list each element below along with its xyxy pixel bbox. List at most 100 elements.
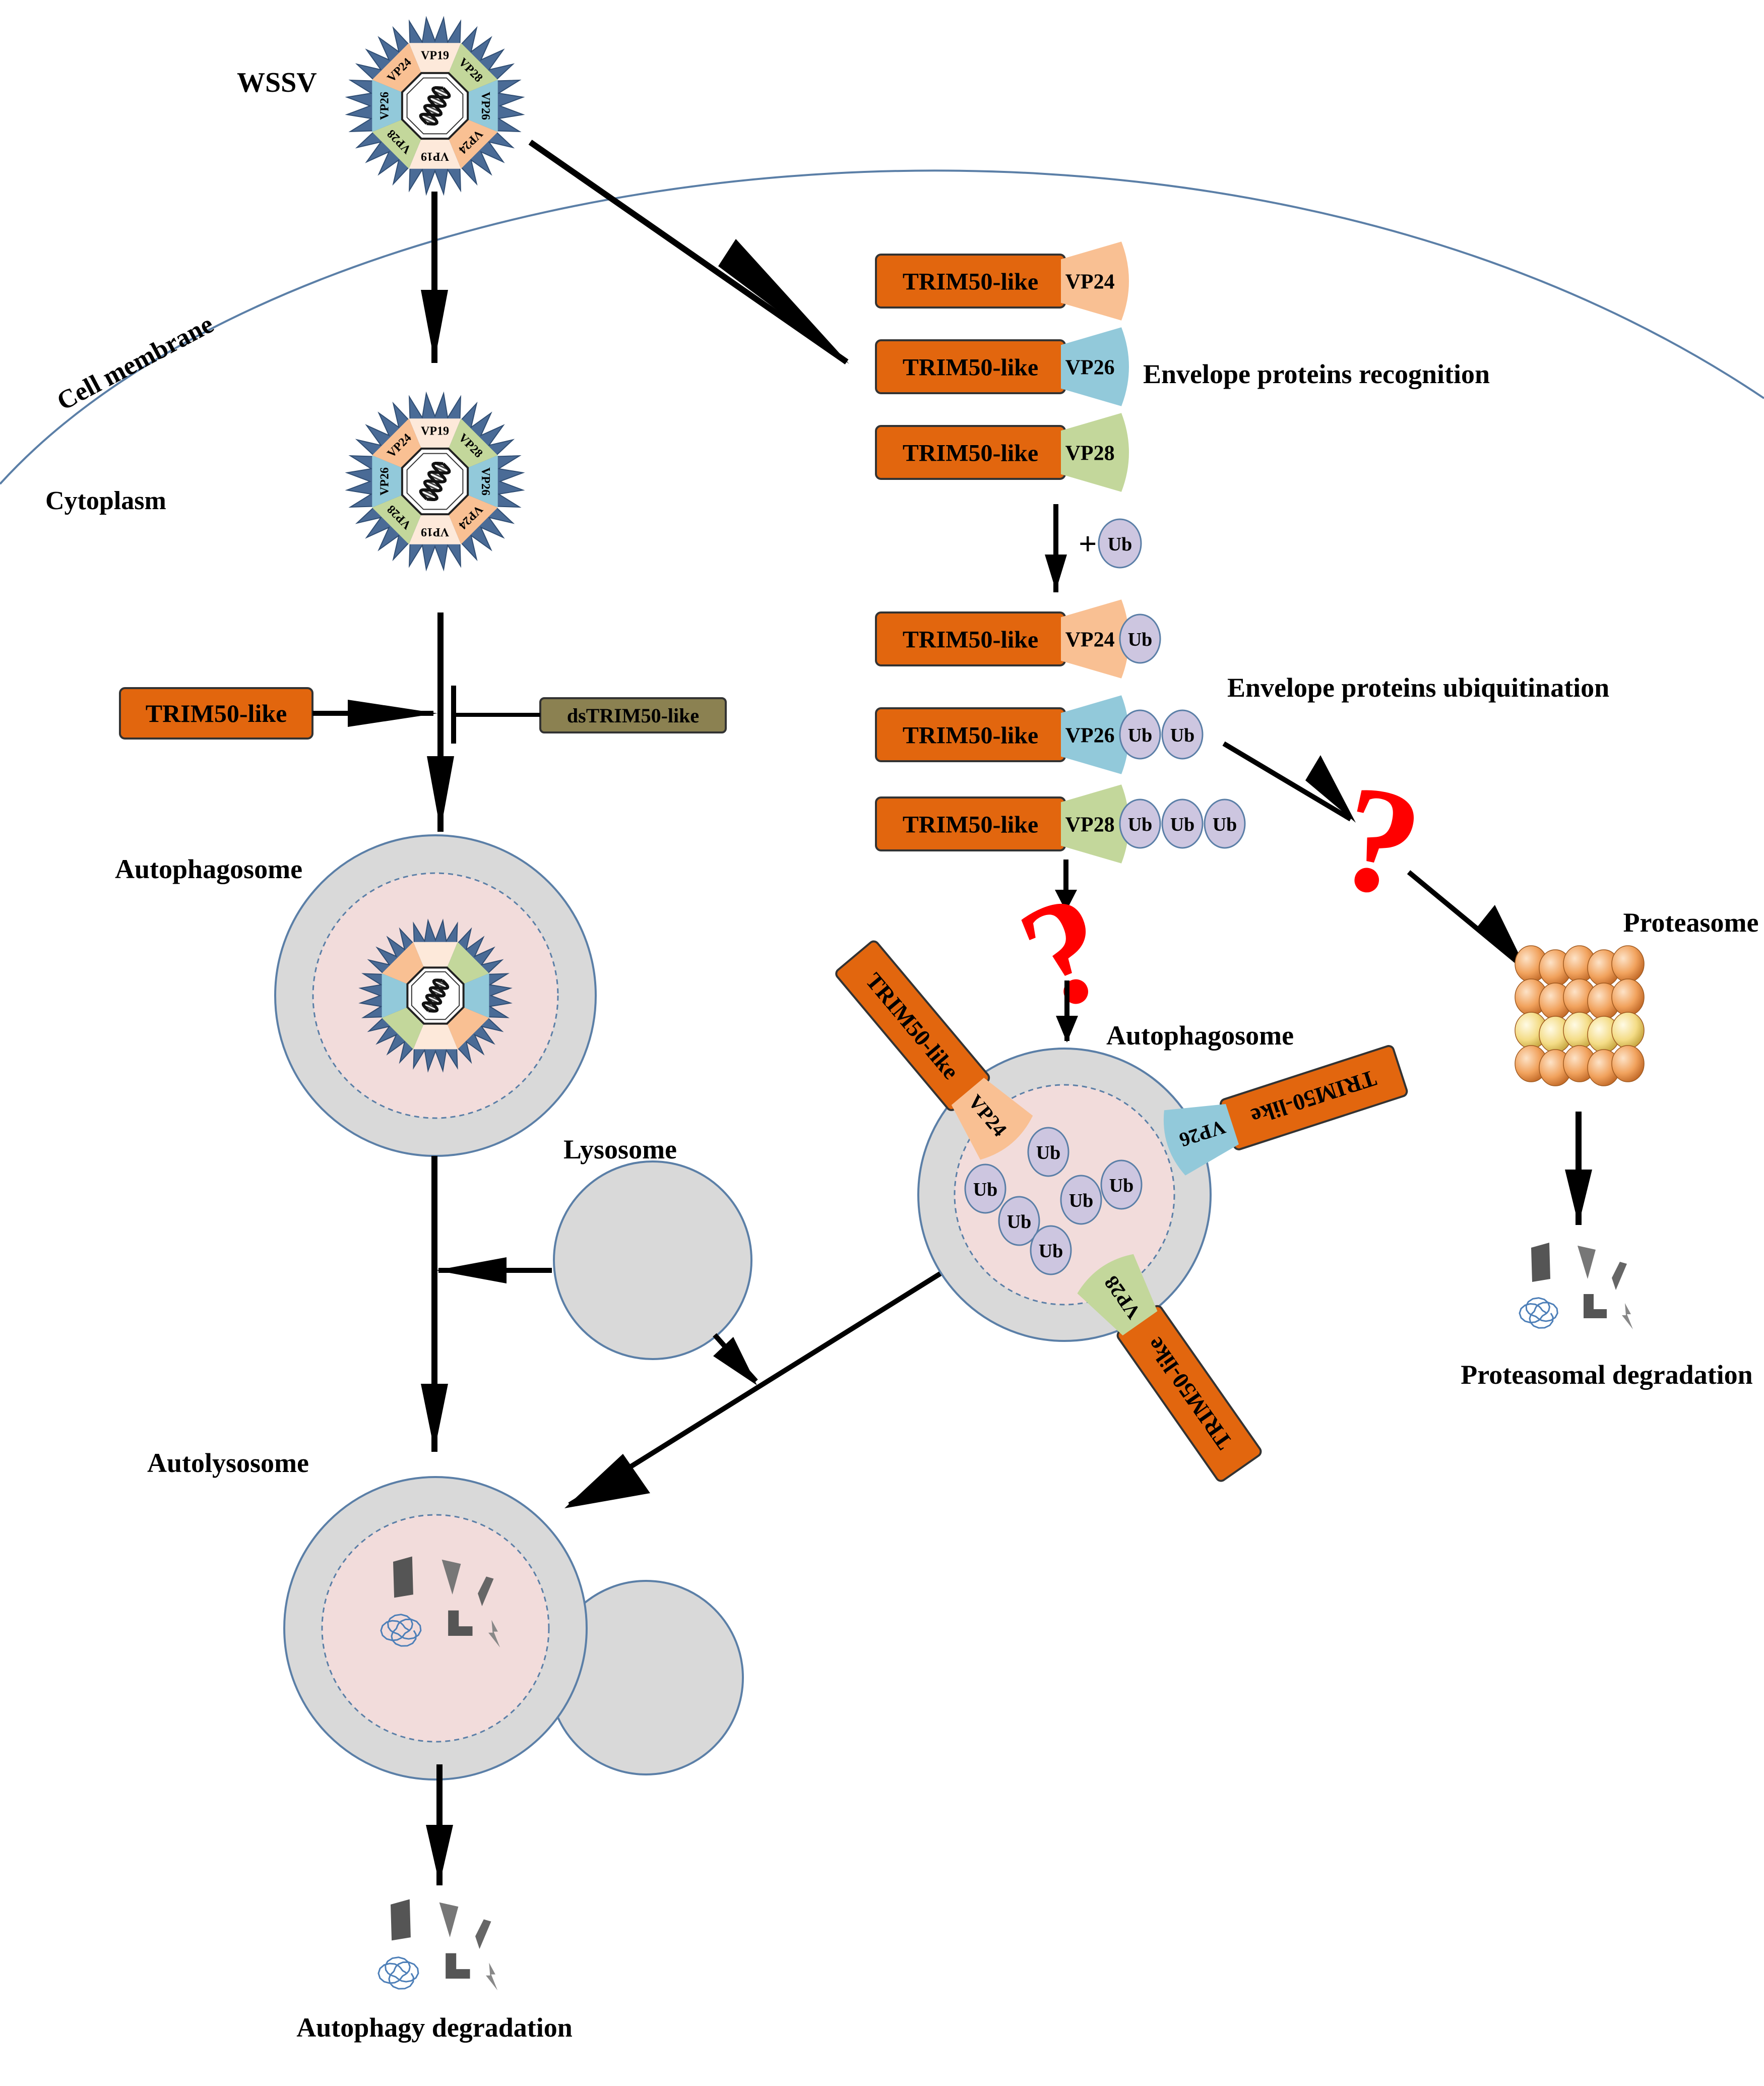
virion-label-vp19: VP19 (421, 49, 449, 62)
fragment-bolt (486, 1962, 498, 1991)
arrow-ub-to-question-proteasome (1222, 741, 1352, 822)
vp24-label: VP24 (1065, 629, 1115, 652)
arrowhead-question-to-proteasome (1477, 905, 1527, 971)
lysosome-label: Lysosome (563, 1134, 677, 1164)
virion-sector-vp24 (449, 495, 498, 544)
trim50-like-label: TRIM50-like (903, 722, 1038, 749)
dna-strand (423, 461, 447, 502)
virion-sector-vp19 (413, 1023, 458, 1050)
degraded-fragments-autolysosome (380, 1556, 500, 1648)
dna-strand (425, 978, 446, 1013)
proteasome-subunit (1611, 945, 1645, 983)
arrowhead-right-autophagosome-to-autolysosome (564, 1454, 650, 1508)
degraded-fragments-proteasome (1519, 1243, 1633, 1329)
vp28-wedge (1077, 1254, 1158, 1336)
ubiquitin (1027, 1127, 1069, 1177)
autolysosome-label: Autolysosome (147, 1448, 309, 1478)
ubiquitin-label: Ub (1007, 1211, 1032, 1233)
svg-text:Ub: Ub (1108, 534, 1132, 555)
ubiquitin (1119, 799, 1161, 849)
arrowhead-trim50-promotes (348, 700, 437, 727)
autophagosome-label-right: Autophagosome (1106, 1020, 1294, 1051)
envelope-ubiquitination-label: Envelope proteins ubiquitination (1227, 672, 1609, 703)
vp28-label: VP28 (1065, 814, 1115, 837)
virion-sector-vp24 (382, 942, 424, 984)
fragment-sliver (478, 1576, 494, 1607)
virion-label-vp26: VP26 (378, 467, 391, 496)
trim50-like-label: TRIM50-like (903, 440, 1038, 467)
fragment-tangle (380, 1614, 422, 1647)
virion-sector-vp19 (413, 942, 458, 968)
vp24-wedge (951, 1078, 1033, 1160)
virion-sector-vp26 (463, 973, 489, 1018)
autolysosome-inner (321, 1514, 550, 1743)
cell-membrane-label: Cell membrane (52, 310, 218, 416)
proteasome-subunit (1611, 1045, 1645, 1082)
virion-sector-vp28 (447, 942, 489, 984)
arrowhead-ub-to-question-proteasome (1305, 755, 1356, 823)
fragment-sliver (1612, 1262, 1627, 1290)
ubiquitin-label: Ub (1109, 1175, 1134, 1196)
vp24-wedge (1061, 599, 1129, 679)
autophagosome-label-left: Autophagosome (115, 854, 302, 884)
arrowhead-lysosome-to-right-path (713, 1337, 757, 1385)
ubiquitin (1060, 1175, 1102, 1225)
ubiquitin (998, 1196, 1040, 1246)
trim50-like-label: TRIM50-like (903, 812, 1038, 838)
proteasome-subunit (1611, 978, 1645, 1016)
fragment-block (1531, 1243, 1550, 1282)
arrowhead-question-to-autophagosome (1056, 1016, 1078, 1042)
virion-label-vp19: VP19 (421, 525, 449, 538)
vp28-wedge (1061, 413, 1129, 492)
virion-label-vp26: VP26 (378, 92, 391, 120)
virion-sector-vp24 (447, 1007, 489, 1050)
virion-label-vp19: VP19 (421, 150, 449, 163)
ubiquitin-label: Ub (1069, 1190, 1094, 1211)
fragment-triangle (442, 1559, 461, 1595)
virion-sector-vp26 (382, 973, 408, 1018)
dna-icon (419, 86, 451, 126)
ubiquitin-label: Ub (1128, 629, 1153, 650)
vp28-label: VP28 (1065, 442, 1115, 465)
fragment-sliver (475, 1919, 491, 1949)
cell-membrane-arc (0, 169, 1764, 485)
proteasome-subunit (1611, 1012, 1645, 1049)
virion-sector-vp28 (372, 119, 421, 169)
arrowhead-virion-to-autophagosome (427, 756, 454, 831)
virion-sector-vp26 (468, 455, 498, 508)
plus-sign: + (1079, 526, 1097, 562)
dna-strand (423, 86, 447, 126)
ubiquitin (1161, 709, 1204, 760)
ds-trim50-like-label: dsTRIM50-like (567, 704, 699, 727)
ubiquitin (964, 1163, 1006, 1214)
proteasome-icon (1515, 945, 1645, 1086)
ubiquitin-free: Ub (1098, 518, 1142, 569)
vp26-label: VP26 (1065, 724, 1115, 748)
trim50-like-label: TRIM50-like (903, 269, 1038, 295)
ubiquitin-label: Ub (1128, 725, 1153, 746)
arrowhead-virion-to-cytoplasm (421, 290, 448, 362)
virion-sector-vp26 (372, 80, 402, 132)
virion-sector-vp24 (372, 418, 421, 468)
arrowhead-autophagosome-to-autolysosome (421, 1384, 448, 1451)
cytoplasm-label: Cytoplasm (45, 486, 166, 515)
ubiquitin (1119, 613, 1161, 664)
ubiquitin-label: Ub (1128, 814, 1153, 835)
ubiquitin (1161, 799, 1204, 849)
virion-sector-vp26 (468, 80, 498, 132)
virion-sector-vp19 (409, 514, 461, 544)
proteasome-label: Proteasome (1623, 907, 1759, 938)
ubiquitin (1100, 1159, 1143, 1210)
wssv-virion-in-autophagosome (358, 918, 513, 1073)
wssv-label: WSSV (237, 67, 317, 98)
vp28-wedge (1061, 784, 1129, 864)
arrowhead-autolysosome-to-degradation (426, 1825, 453, 1884)
vp26-label: VP26 (1065, 356, 1115, 380)
